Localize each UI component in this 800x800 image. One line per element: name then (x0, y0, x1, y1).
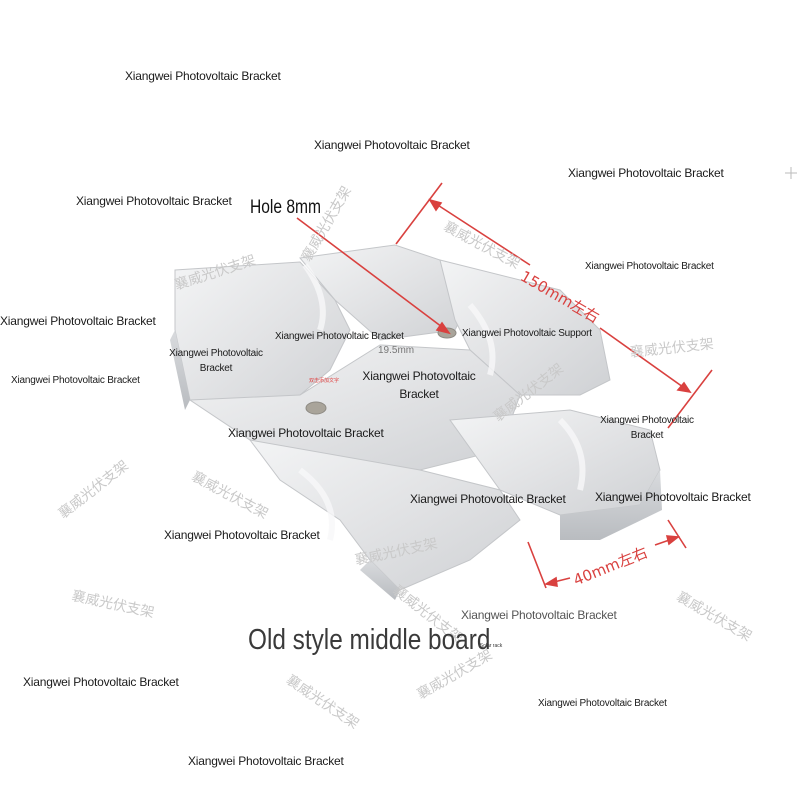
brand-caption: Xiangwei Photovoltaic Bracket (275, 331, 404, 342)
brand-caption: Xiangwei Photovoltaic Bracket (538, 698, 667, 709)
brand-caption: Xiangwei Photovoltaic Bracket (585, 261, 714, 272)
brand-caption: Xiangwei Photovoltaic Bracket (11, 375, 140, 386)
brand-caption: Xiangwei Photovoltaic Bracket (595, 490, 751, 504)
brand-caption: Xiangwei Photovoltaic Bracket (314, 138, 470, 152)
hole-size-label: Hole 8mm (250, 197, 321, 218)
brand-caption: Xiangwei Photovoltaic Bracket (76, 194, 232, 208)
brand-caption: Xiangwei Photovoltaic Bracket (568, 166, 724, 180)
brand-caption: Xiangwei Photovoltaic Bracket (125, 69, 281, 83)
brand-caption: Xiangwei Photovoltaic Bracket (600, 415, 694, 441)
support-caption: Xiangwei Photovoltaic Support (462, 328, 592, 339)
brand-caption: Xiangwei Photovoltaic Bracket (0, 314, 156, 328)
brand-caption: Xiangwei Photovoltaic Bracket (362, 369, 476, 401)
brand-caption: Xiangwei Photovoltaic Bracket (23, 675, 179, 689)
product-title: Old style middle board (248, 624, 491, 656)
hole-pointer-arrow (296, 217, 451, 335)
length-dimension-lines (395, 182, 713, 429)
placeholder-text: 双击添加文字 (309, 378, 340, 384)
front-plate (248, 439, 521, 591)
brand-caption: Xiangwei Photovoltaic Bracket (461, 608, 617, 622)
crosshair-mark (785, 167, 797, 179)
small-dimension-label: 19.5mm (378, 345, 415, 356)
rack-caption: Solar rack (479, 643, 503, 649)
width-dimension-lines (527, 519, 687, 589)
brand-caption: Xiangwei Photovoltaic Bracket (410, 492, 566, 506)
bolt-hole-front (305, 401, 327, 415)
brand-caption: Xiangwei Photovoltaic Bracket (188, 754, 344, 768)
brand-caption: Xiangwei Photovoltaic Bracket (228, 426, 384, 440)
brand-caption: Xiangwei Photovoltaic Bracket (169, 348, 263, 374)
brand-caption: Xiangwei Photovoltaic Bracket (164, 528, 320, 542)
